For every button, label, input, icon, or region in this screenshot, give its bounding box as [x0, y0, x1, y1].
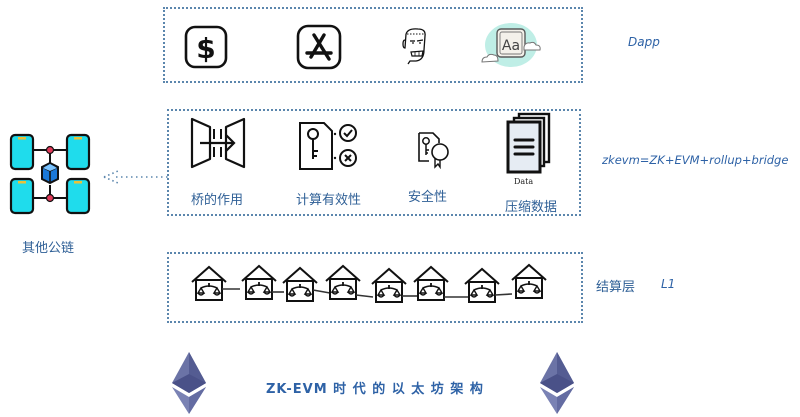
dapp-layer-box	[163, 7, 583, 83]
other-chains-network-icon	[8, 133, 92, 215]
settlement-node-7	[464, 268, 500, 303]
settlement-node-5	[371, 268, 407, 303]
settlement-layer-box	[167, 252, 583, 323]
security-label: 安全性	[408, 190, 448, 205]
data-caption: Data	[514, 177, 534, 186]
compress-data-label: 压缩数据	[505, 200, 558, 215]
ethereum-logo-left	[172, 352, 206, 414]
svg-text:$: $	[196, 32, 215, 65]
font-cloud-icon: Aa	[478, 17, 544, 73]
settlement-node-1	[191, 266, 227, 301]
settlement-node-6	[413, 266, 449, 301]
settlement-layer-label: 结算层	[596, 280, 636, 295]
settlement-node-3	[282, 267, 318, 302]
key-verify-icon	[298, 121, 368, 171]
zkevm-layer-label: zkevm=ZK+EVM+rollup+bridge	[602, 153, 789, 167]
l1-tag: L1	[661, 277, 676, 291]
bridge-label: 桥的作用	[191, 193, 244, 208]
settlement-node-2	[241, 265, 277, 300]
footer-title: ZK-EVM 时 代 的 以 太 坊 架 构	[266, 382, 484, 397]
other-chains-label: 其他公链	[22, 241, 75, 256]
certificate-icon	[417, 131, 453, 169]
dapp-layer-label: Dapp	[628, 35, 660, 49]
dotted-arrow-to-other-chains	[102, 168, 168, 188]
zkevm-layer-box	[167, 109, 581, 216]
ethereum-logo-right	[540, 352, 574, 414]
settlement-node-4	[325, 265, 361, 300]
validity-label: 计算有效性	[296, 193, 362, 208]
svg-text:Aa: Aa	[502, 38, 520, 54]
bridge-arrow-icon	[190, 117, 246, 169]
settlement-node-8	[511, 264, 547, 299]
data-documents-icon	[505, 112, 553, 174]
app-store-icon	[296, 24, 342, 70]
settlement-chain	[190, 262, 570, 308]
dollar-app-icon: $	[184, 25, 228, 69]
cartoon-face-icon	[400, 26, 430, 66]
